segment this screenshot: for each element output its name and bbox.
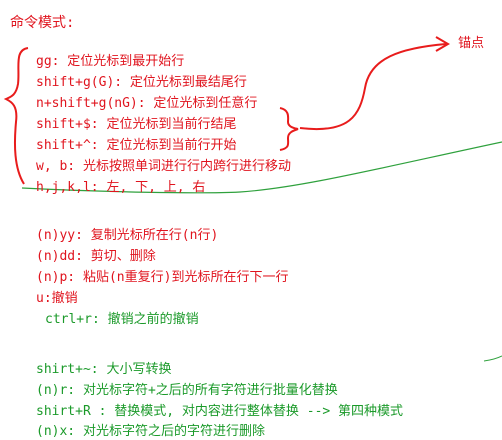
list-item: shift+^: 定位光标到当前行开始 [36, 138, 237, 153]
list-item: w, b: 光标按照单词进行行内跨行进行移动 [36, 159, 291, 174]
list-item: ctrl+r: 撤销之前的撤销 [45, 312, 199, 327]
anchor-arrow [299, 43, 447, 131]
left-brace-mark [3, 47, 29, 185]
list-item: (n)x: 对光标字符之后的字符进行删除 [36, 424, 265, 439]
green-underline-mark [21, 141, 502, 194]
list-item: shirt+R : 替换模式, 对内容进行整体替换 --> 第四种模式 [36, 404, 404, 419]
list-item: h,j,k,l: 左, 下, 上, 右 [36, 180, 206, 195]
list-item: shift+$: 定位光标到当前行结尾 [36, 117, 237, 132]
section-title: 命令模式: [10, 15, 75, 31]
list-item: gg: 定位光标到最开始行 [36, 54, 185, 69]
list-item: (n)r: 对光标字符+之后的所有字符进行批量化替换 [36, 383, 338, 398]
anchor-arrow-head [435, 36, 450, 52]
right-brace-mark [279, 107, 299, 151]
list-item: shirt+~: 大小写转换 [36, 362, 172, 377]
green-edge-mark [483, 355, 502, 362]
list-item: (n)yy: 复制光标所在行(n行) [36, 228, 219, 243]
list-item: n+shift+g(nG): 定位光标到任意行 [36, 96, 258, 111]
list-item: shift+g(G): 定位光标到最结尾行 [36, 75, 247, 90]
anchor-label: 锚点 [458, 36, 485, 51]
list-item: u:撤销 [36, 291, 78, 306]
list-item: (n)p: 粘贴(n重复行)到光标所在行下一行 [36, 270, 289, 285]
list-item: (n)dd: 剪切、删除 [36, 249, 156, 264]
